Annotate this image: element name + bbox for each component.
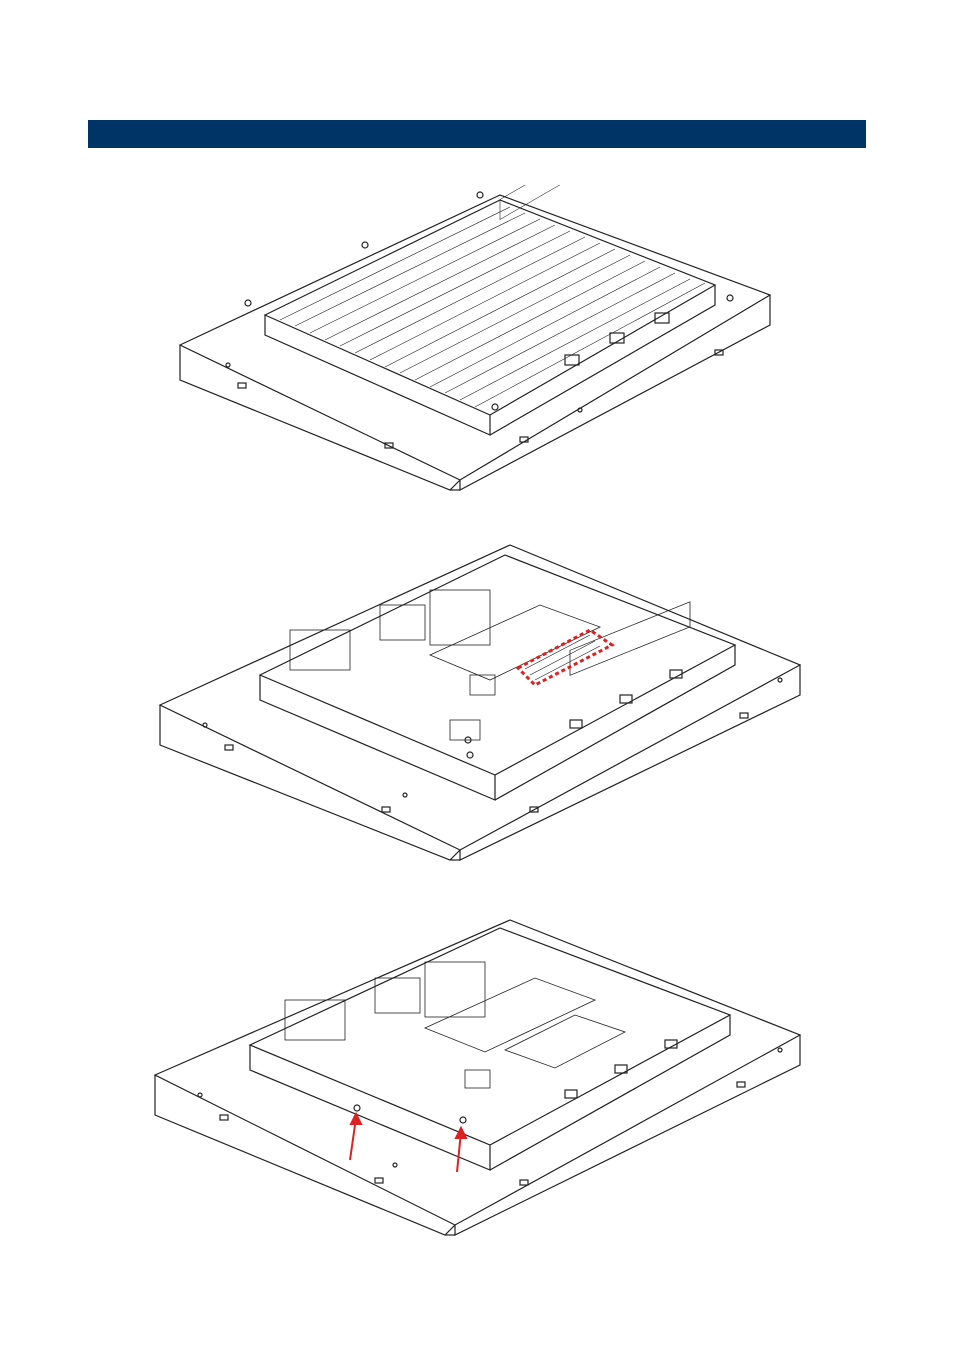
port-1	[565, 355, 579, 365]
panel-left-side	[180, 345, 460, 490]
screw-icon	[467, 752, 473, 758]
screw-icon	[460, 1117, 466, 1123]
screw-icon	[492, 404, 498, 410]
heatsink-fins	[280, 207, 705, 407]
screw-icon	[727, 295, 733, 301]
chassis-closed-drawing	[170, 185, 790, 495]
screw-icon	[245, 300, 251, 306]
mainboard-components	[285, 962, 625, 1088]
panel-right-side	[460, 295, 770, 490]
memory-highlight-box	[518, 630, 612, 685]
section-header-bar	[88, 120, 866, 148]
chassis-open-memory-drawing	[150, 535, 810, 865]
heatsink-front	[265, 315, 490, 435]
arrow-head-icon	[456, 1128, 466, 1138]
screw-icon	[477, 192, 483, 198]
chassis-open-screws-drawing	[145, 910, 810, 1240]
side-vents	[500, 185, 700, 219]
illustration-chassis-open-screws	[145, 910, 810, 1240]
internal-frame	[250, 928, 730, 1145]
illustration-chassis-closed	[170, 185, 790, 495]
screw-icon	[354, 1105, 360, 1111]
illustration-chassis-open-memory	[150, 535, 810, 865]
screw-arrows	[350, 1114, 466, 1172]
heatsink-side	[490, 285, 715, 435]
panel-top-face	[155, 920, 800, 1225]
section-header-title	[88, 125, 98, 142]
internal-frame	[260, 555, 735, 775]
panel-top-face	[160, 545, 800, 850]
screw-icon	[362, 242, 368, 248]
mainboard-components	[290, 590, 690, 740]
